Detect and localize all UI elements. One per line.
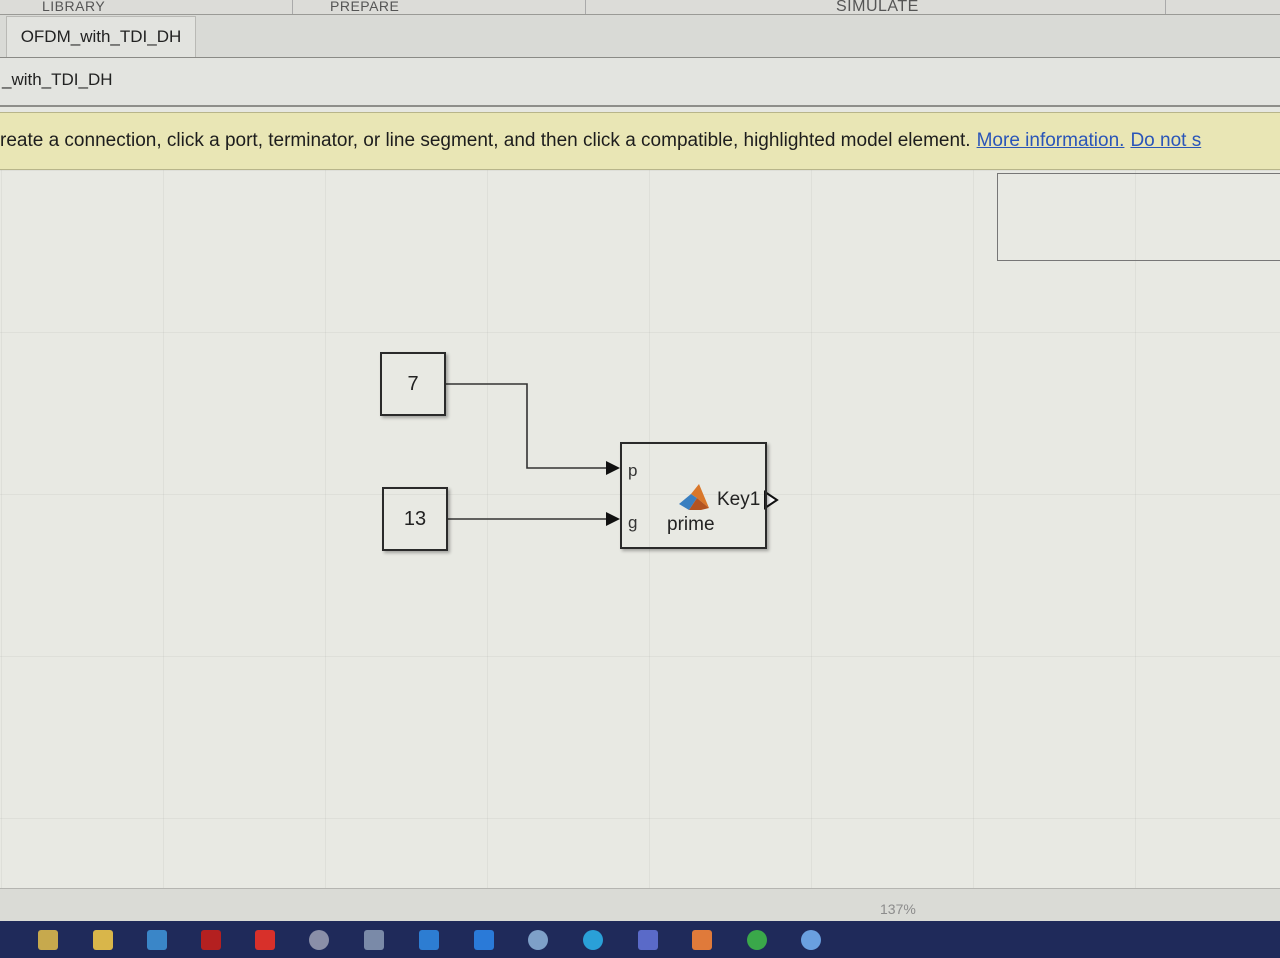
tab-prepare[interactable]: PREPARE — [330, 0, 400, 14]
calendar-icon[interactable] — [419, 930, 439, 950]
store-icon[interactable] — [38, 930, 58, 950]
more-information-link[interactable]: More information. — [976, 130, 1125, 151]
ribbon-divider — [292, 0, 293, 14]
arrow-head-icon — [606, 512, 620, 526]
model-canvas[interactable]: 7 13 p g Key1 prime — [0, 170, 1280, 888]
chrome-icon[interactable] — [747, 930, 767, 950]
do-not-show-link[interactable]: Do not s — [1130, 130, 1202, 151]
ribbon-divider — [585, 0, 586, 14]
matlab-function-block[interactable]: p g Key1 prime — [620, 442, 767, 549]
ribbon-divider — [1165, 0, 1166, 14]
breadcrumb: _with_TDI_DH — [0, 58, 1280, 107]
photos-icon[interactable] — [474, 930, 494, 950]
media-icon[interactable] — [309, 930, 329, 950]
signal-lines — [444, 383, 779, 526]
constant-value: 13 — [403, 508, 427, 530]
matlab-function-icon — [679, 484, 709, 510]
matlab-icon[interactable] — [692, 930, 712, 950]
constant-value: 7 — [407, 373, 419, 395]
mail-icon[interactable] — [147, 930, 167, 950]
game-icon[interactable] — [528, 930, 548, 950]
function-name: prime — [667, 514, 715, 535]
windows-taskbar — [0, 921, 1280, 958]
banner-text: reate a connection, click a port, termin… — [0, 130, 971, 151]
chat-icon[interactable] — [801, 930, 821, 950]
input-port-label: g — [628, 513, 638, 532]
constant-block-7[interactable]: 7 — [380, 352, 446, 416]
ribbon-strip: LIBRARY PREPARE SIMULATE — [0, 0, 1280, 15]
acrobat-icon[interactable] — [255, 930, 275, 950]
breadcrumb-model[interactable]: _with_TDI_DH — [2, 70, 113, 89]
edge-icon[interactable] — [583, 930, 603, 950]
input-port-label: p — [628, 461, 638, 480]
file-explorer-icon[interactable] — [93, 930, 113, 950]
annotation-area[interactable] — [997, 173, 1280, 261]
teams-icon[interactable] — [638, 930, 658, 950]
zoom-level[interactable]: 137% — [880, 901, 916, 917]
calculator-icon[interactable] — [364, 930, 384, 950]
banner-message: reate a connection, click a port, termin… — [0, 130, 1201, 152]
constant-block-13[interactable]: 13 — [382, 487, 448, 551]
netflix-icon[interactable] — [201, 930, 221, 950]
tab-library[interactable]: LIBRARY — [42, 0, 106, 14]
output-port-label: Key1 — [717, 489, 761, 510]
model-tab-bar: OFDM_with_TDI_DH — [0, 15, 1280, 58]
signal-line-p[interactable] — [444, 383, 606, 469]
status-bar: 137% — [0, 888, 1280, 922]
tab-model[interactable]: OFDM_with_TDI_DH — [6, 16, 196, 57]
tab-simulate[interactable]: SIMULATE — [836, 0, 919, 15]
arrow-head-icon — [606, 461, 620, 475]
info-banner: reate a connection, click a port, termin… — [0, 112, 1280, 171]
